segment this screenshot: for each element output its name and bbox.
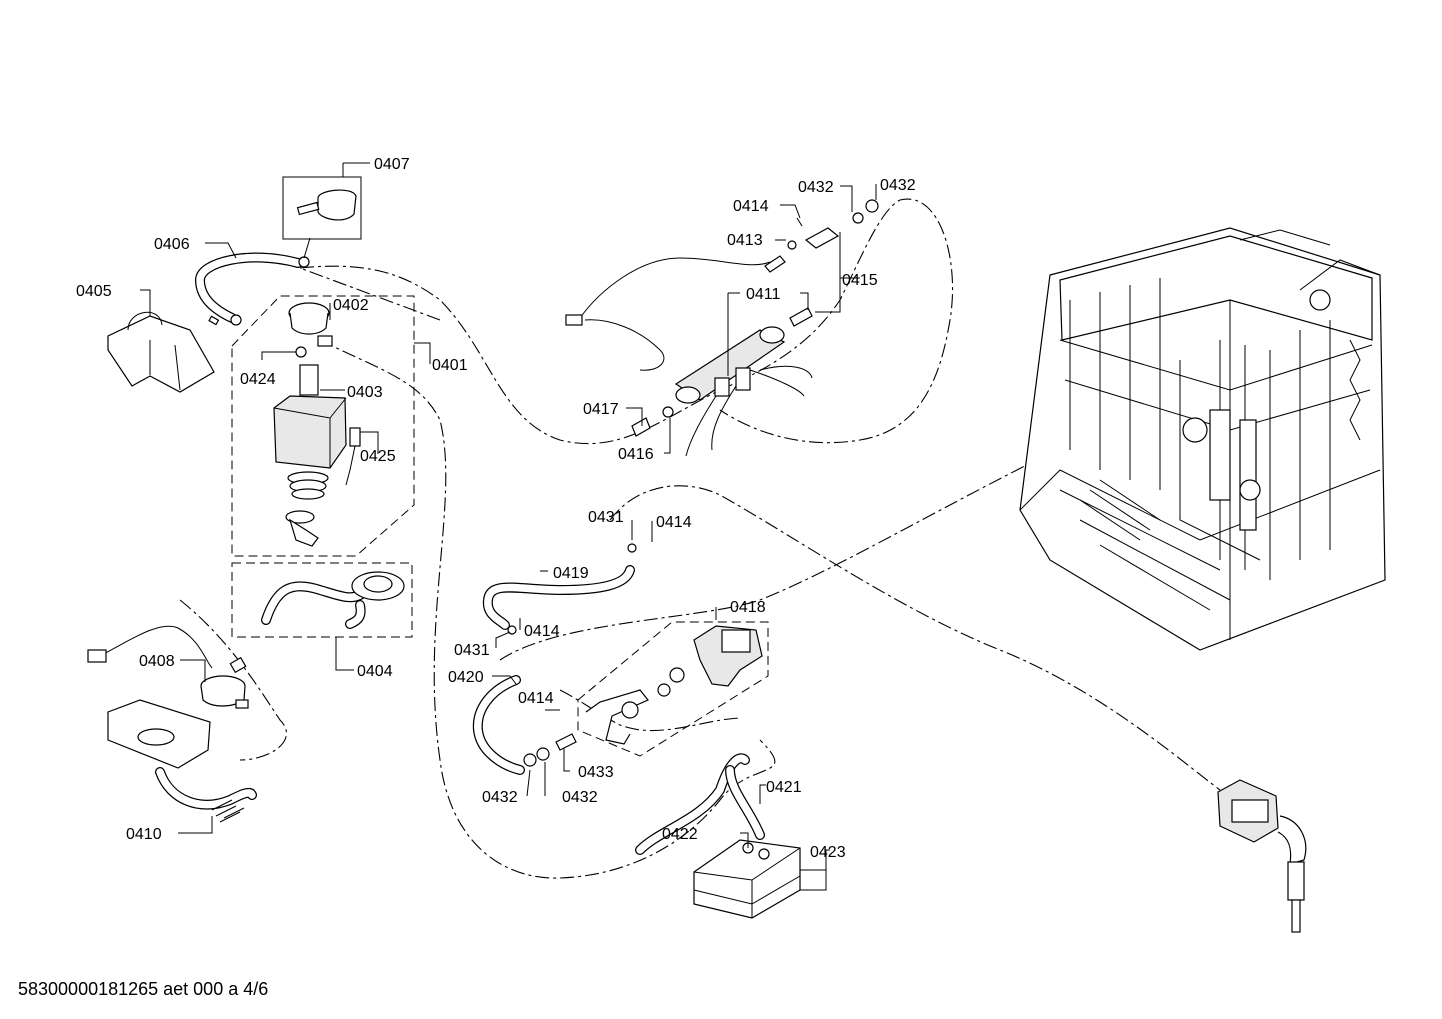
frame-0401 (231, 295, 415, 557)
hose-0420 (472, 675, 577, 775)
callout-0414-top: 0414 (733, 198, 769, 215)
callout-0414-mid-left: 0414 (524, 623, 560, 640)
callout-labels: 0407 0406 0405 0402 0401 0424 0403 0425 … (76, 156, 916, 861)
callout-0433: 0433 (578, 764, 614, 781)
callout-0421: 0421 (766, 779, 802, 796)
callout-0401: 0401 (432, 357, 468, 374)
callout-0431-top: 0431 (588, 509, 624, 526)
callout-0431-bottom: 0431 (454, 642, 490, 659)
callout-0432-top-left: 0432 (798, 179, 834, 196)
heater-0411 (565, 199, 879, 457)
callout-0411: 0411 (746, 286, 781, 303)
pump-0403 (273, 302, 361, 547)
callout-0419: 0419 (553, 565, 589, 582)
callout-0418: 0418 (730, 599, 766, 616)
detail-box-0407 (282, 176, 362, 240)
hose-0419 (482, 543, 637, 635)
valve-0418 (585, 625, 763, 745)
callout-0403: 0403 (347, 384, 383, 401)
callout-0424: 0424 (240, 371, 276, 388)
group-frames (231, 176, 769, 757)
callout-0420: 0420 (448, 669, 484, 686)
callout-0407: 0407 (374, 156, 410, 173)
callout-0406: 0406 (154, 236, 190, 253)
clamp-0407 (296, 189, 357, 268)
callout-0402: 0402 (333, 297, 369, 314)
hose-0404 (261, 571, 405, 629)
callout-0416: 0416 (618, 446, 654, 463)
callout-0414-low: 0414 (518, 690, 554, 707)
callout-0408: 0408 (139, 653, 175, 670)
hose-0406 (194, 252, 303, 326)
document-footer: 58300000181265 aet 000 a 4/6 (18, 979, 269, 999)
callout-0422: 0422 (662, 826, 698, 843)
leader-lines (140, 162, 877, 891)
callout-0423: 0423 (810, 844, 846, 861)
exploded-parts-diagram: 0407 0406 0405 0402 0401 0424 0403 0425 … (76, 156, 1386, 933)
base-0410 (107, 699, 257, 823)
flowmeter-0408 (87, 625, 249, 709)
callout-0415: 0415 (842, 272, 878, 289)
machine-housing (1019, 227, 1386, 651)
callout-0405: 0405 (76, 283, 112, 300)
callout-0432-top-right: 0432 (880, 177, 916, 194)
callout-0417: 0417 (583, 401, 619, 418)
callout-0410: 0410 (126, 826, 162, 843)
callout-0404: 0404 (357, 663, 393, 680)
nozzle-part (1217, 779, 1307, 933)
bracket-0405 (107, 311, 215, 393)
callout-0432-bottom-left: 0432 (482, 789, 518, 806)
frame-0404 (231, 562, 413, 638)
callout-0413: 0413 (727, 232, 763, 249)
callout-0425: 0425 (360, 448, 396, 465)
callout-0432-bottom-right: 0432 (562, 789, 598, 806)
frame-0418 (577, 621, 769, 757)
callout-0414-mid-right: 0414 (656, 514, 692, 531)
